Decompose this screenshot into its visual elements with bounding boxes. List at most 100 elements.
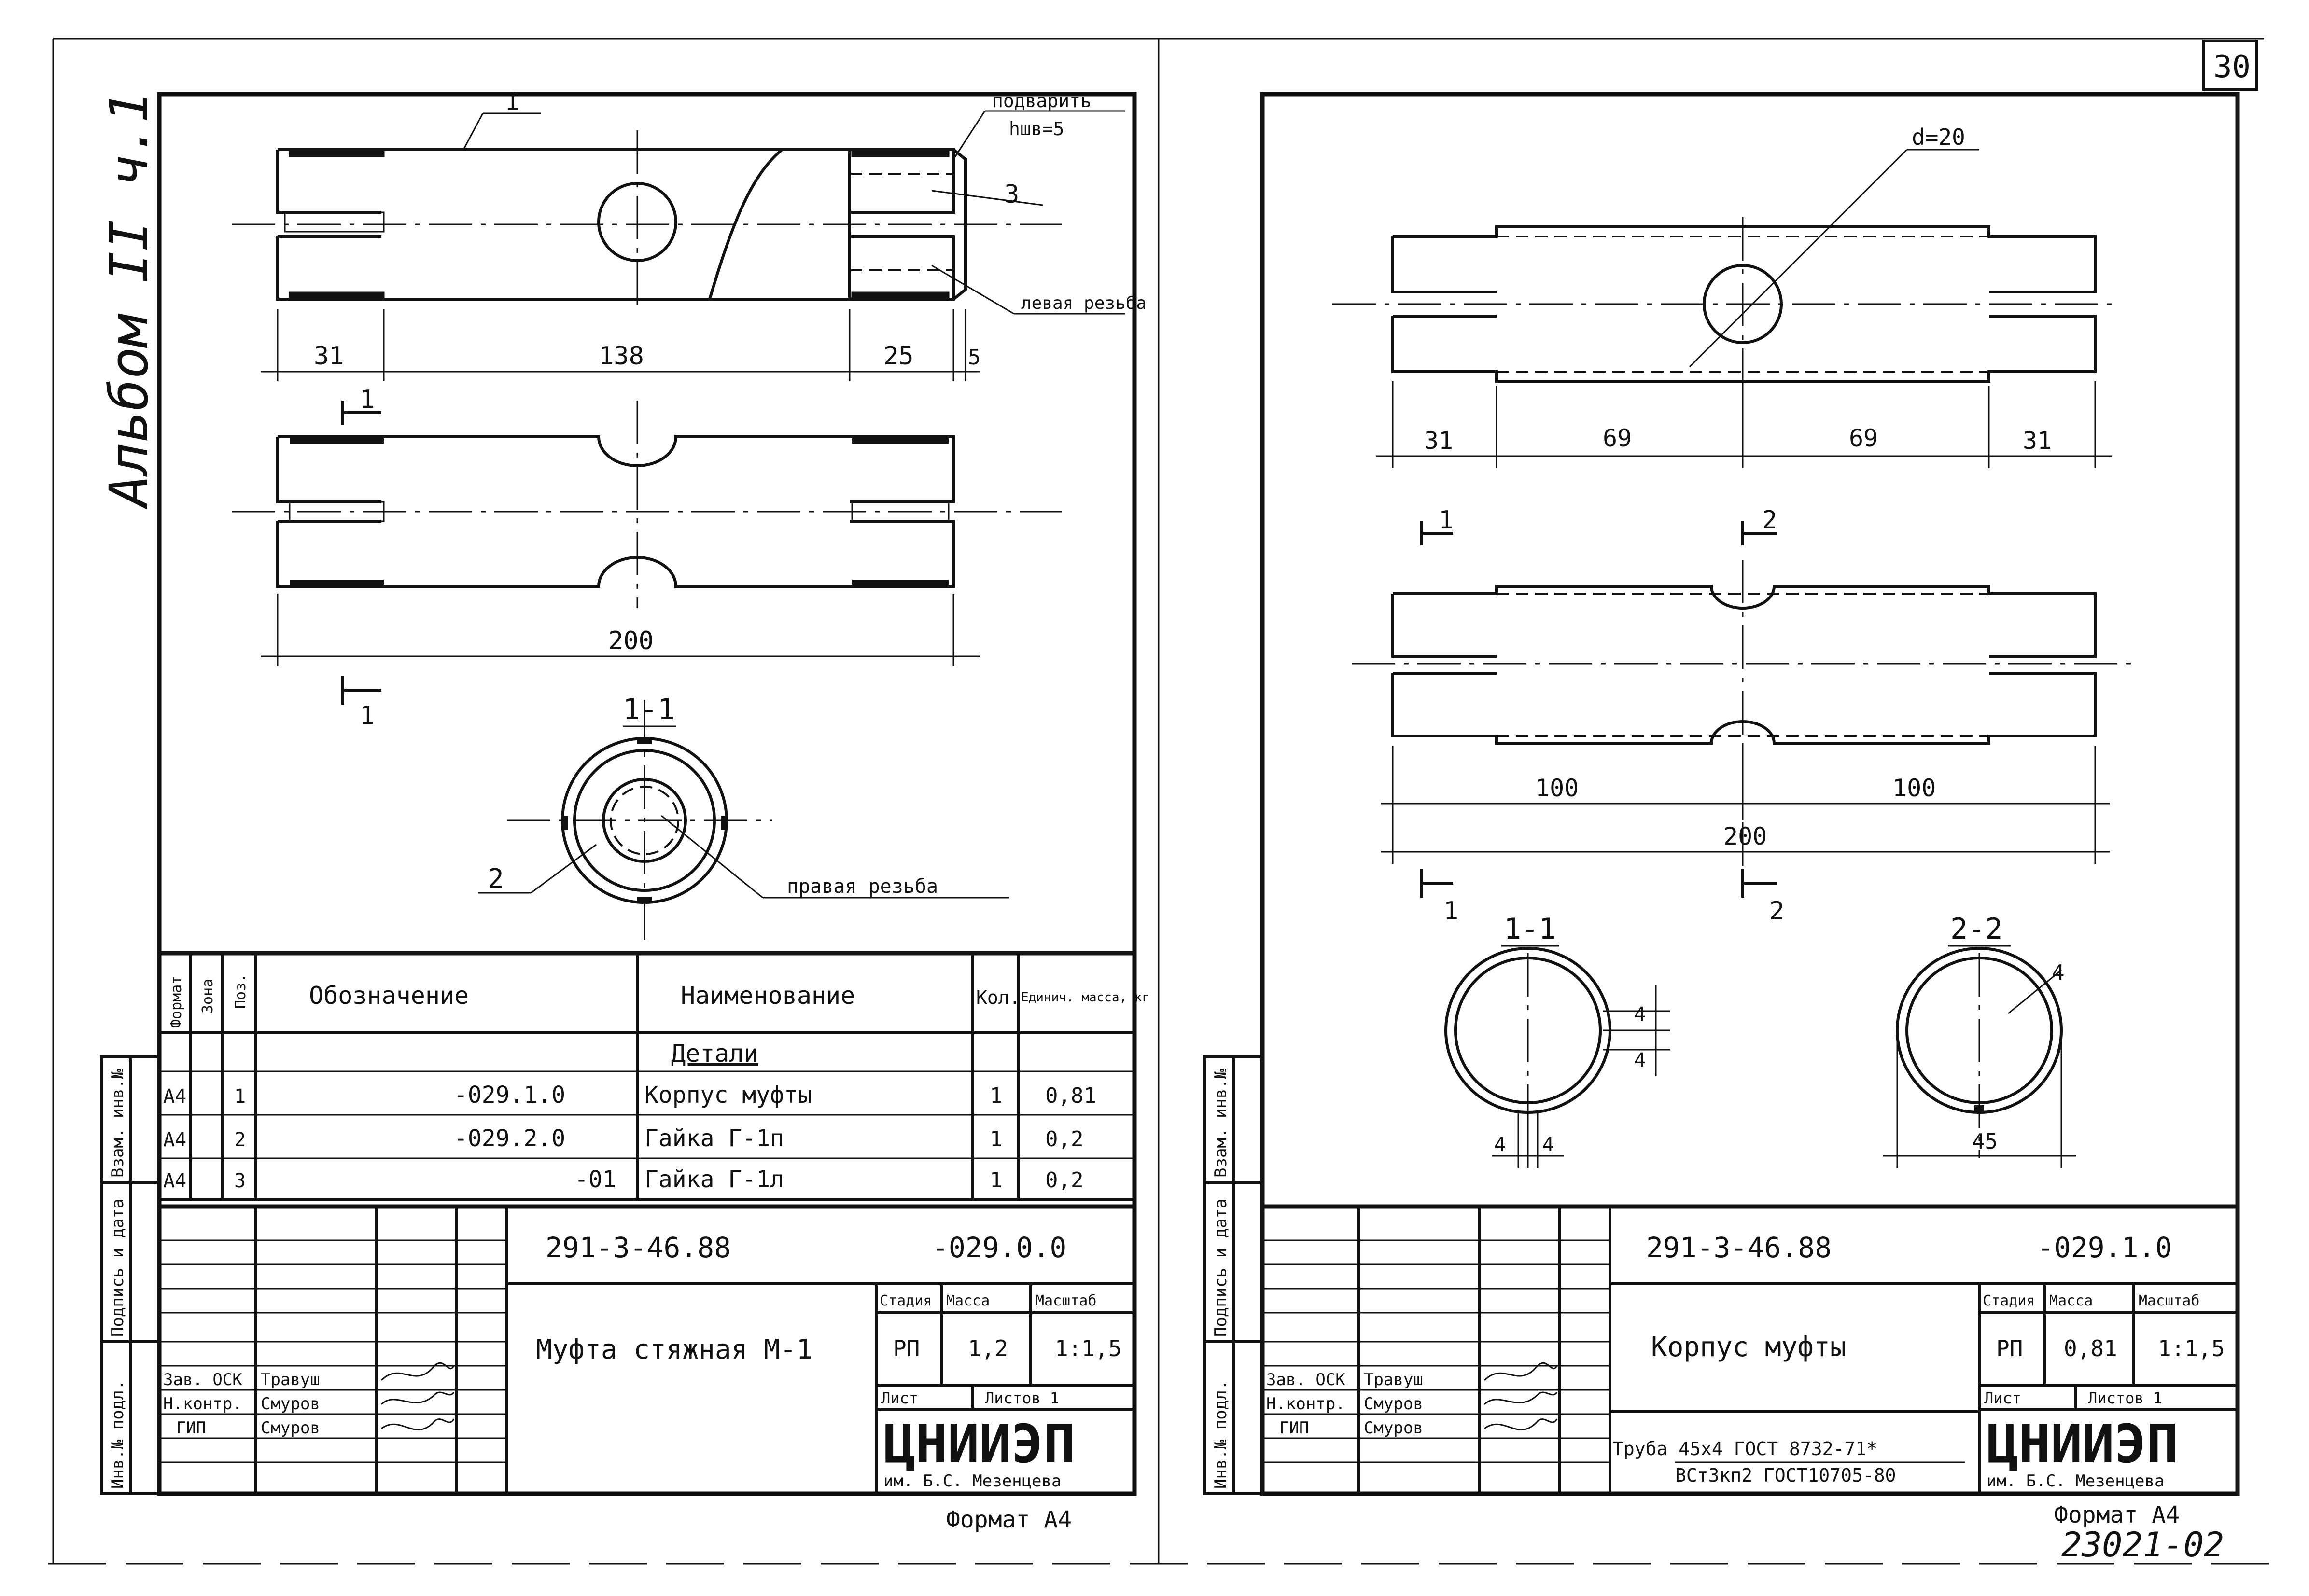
spec-row-format: А4 <box>163 1085 186 1108</box>
dim-69-left: 69 <box>1603 424 1632 452</box>
section-title-1-1: 1-1 <box>623 693 675 726</box>
stamp-stage-label: Стадия <box>880 1292 932 1309</box>
dim-69-right: 69 <box>1849 424 1878 452</box>
spec-row-format: А4 <box>163 1129 186 1151</box>
stamp-person-name: Травуш <box>261 1370 320 1389</box>
spec-row: А4 2 -029.2.0 Гайка Г-1п 1 0,2 <box>163 1125 1083 1152</box>
page-number-box: 30 <box>2202 40 2258 91</box>
stamp-title: Муфта стяжная М-1 <box>536 1334 812 1365</box>
signature-icon <box>1483 1362 1558 1430</box>
section-title-2-2: 2-2 <box>1950 912 2002 946</box>
page-number: 30 <box>2213 49 2251 85</box>
coupling-front-view: 1 200 1 <box>232 385 1062 730</box>
stamp-person-name: Травуш <box>1364 1370 1423 1389</box>
spec-header-qty: Кол. <box>976 987 1021 1008</box>
spec-row-qty: 1 <box>990 1127 1003 1152</box>
side-label-3: Инв.№ подл. <box>108 1380 127 1489</box>
weld-size: hшв=5 <box>1009 118 1064 139</box>
section-mark-1-top: 1 <box>1439 506 1454 535</box>
stamp-material-2: ВСт3кп2 ГОСТ10705-80 <box>1675 1465 1896 1486</box>
stamp-mass-label: Масса <box>2049 1292 2093 1309</box>
stamp-stage: РП <box>1996 1335 2023 1361</box>
body-front-view: 1 2 100 100 200 1 2 <box>1352 506 2134 926</box>
stamp-person-role: Зав. ОСК <box>163 1370 242 1389</box>
stamp-doc-suffix: -029.0.0 <box>932 1231 1066 1264</box>
stamp-scale: 1:1,5 <box>1055 1335 1121 1361</box>
section-title-1-1: 1-1 <box>1504 912 1556 946</box>
dim-31: 31 <box>314 342 344 371</box>
dim-31-right: 31 <box>2023 427 2052 455</box>
spec-header-designation: Обозначение <box>309 982 469 1010</box>
stamp-doc-code: 291-3-46.88 <box>546 1231 731 1264</box>
spec-row-designation: -01 <box>574 1166 616 1193</box>
dim-5: 5 <box>968 345 981 370</box>
right-thread-label: правая резьба <box>787 875 938 898</box>
dim-31-left: 31 <box>1424 427 1453 455</box>
dim-138: 138 <box>599 342 644 371</box>
coupling-section-1-1: 1-1 2 правая резьба <box>478 693 1009 941</box>
dim-4-a: 4 <box>1634 1003 1646 1026</box>
stamp-doc-code: 291-3-46.88 <box>1646 1231 1832 1264</box>
spec-row: А4 1 -029.1.0 Корпус муфты 1 0,81 <box>163 1082 1096 1109</box>
stamp-doc-suffix: -029.1.0 <box>2037 1231 2172 1264</box>
stamp-person-role: Зав. ОСК <box>1266 1370 1345 1389</box>
right-frame <box>1260 92 2240 1496</box>
stamp-stage: РП <box>893 1335 920 1361</box>
spec-header-zone: Зона <box>199 979 216 1013</box>
stamp-org-logo: ЦНИИЭП <box>1987 1413 2178 1475</box>
left-thread-label: левая резьба <box>1021 293 1147 313</box>
stamp-mass-label: Масса <box>946 1292 990 1309</box>
left-stamp: 291-3-46.88 -029.0.0 Муфта стяжная М-1 С… <box>159 1204 1134 1494</box>
right-side-strip: Взам. инв.№ Подпись и дата Инв.№ подл. <box>1203 1055 1264 1495</box>
album-label: Альбом II ч.1 <box>98 91 160 510</box>
format-label: Формат А4 <box>2054 1501 2180 1528</box>
section-mark-1-bottom: 1 <box>1443 897 1458 926</box>
stamp-person-role: Н.контр. <box>163 1394 242 1414</box>
section-mark-2-top: 2 <box>1762 506 1777 535</box>
stamp-sheet-label: Лист <box>1984 1389 2021 1407</box>
side-label-1: Взам. инв.№ <box>108 1069 127 1178</box>
side-label-2: Подпись и дата <box>108 1198 127 1337</box>
stamp-person-role: Н.контр. <box>1266 1394 1345 1414</box>
dim-4-d: 4 <box>1542 1134 1554 1156</box>
stamp-person-name: Смуров <box>261 1394 320 1414</box>
section-mark-top: 1 <box>360 385 375 414</box>
stamp-person-name: Смуров <box>1364 1418 1423 1438</box>
spec-section-label: Детали <box>671 1040 758 1068</box>
bottom-code: 23021-02 <box>2061 1525 2224 1565</box>
dim-4-b: 4 <box>1634 1049 1646 1071</box>
dim-25: 25 <box>883 342 914 371</box>
stamp-sheets-label: Листов 1 <box>985 1389 1059 1407</box>
spec-row-name: Гайка Г-1п <box>644 1125 784 1152</box>
stamp-person-name: Смуров <box>1364 1394 1423 1414</box>
spec-row-qty: 1 <box>990 1168 1003 1193</box>
dim-45: 45 <box>1972 1129 1998 1154</box>
stamp-scale-label: Масштаб <box>2139 1292 2199 1309</box>
stamp-mass: 1,2 <box>968 1335 1008 1361</box>
section-mark-bottom: 1 <box>360 701 375 730</box>
body-top-view: d=20 31 69 69 31 <box>1332 124 2114 468</box>
spec-row-mass: 0,2 <box>1045 1127 1083 1152</box>
callout-2: 2 <box>488 863 504 895</box>
coupling-top-view: 1 подварить hшв=5 3 левая резьба 31 138 … <box>232 87 1147 381</box>
stamp-org-sub: им. Б.С. Мезенцева <box>883 1471 1061 1491</box>
stamp-person-name: Смуров <box>261 1418 320 1438</box>
spec-row-format: А4 <box>163 1170 186 1192</box>
spec-header-pos: Поз. <box>232 974 249 1009</box>
left-frame <box>157 92 1137 1496</box>
spec-row-qty: 1 <box>990 1083 1003 1108</box>
stamp-material-1: Труба 45х4 ГОСТ 8732-71* <box>1612 1438 1877 1459</box>
dim-200: 200 <box>1723 822 1767 850</box>
spec-row-mass: 0,81 <box>1045 1083 1096 1108</box>
spec-row-pos: 1 <box>234 1085 246 1108</box>
spec-row-pos: 2 <box>234 1129 246 1151</box>
left-side-strip: Взам. инв.№ Подпись и дата Инв.№ подл. <box>100 1055 161 1495</box>
side-label-3: Инв.№ подл. <box>1211 1380 1231 1489</box>
format-label: Формат А4 <box>946 1506 1072 1533</box>
dim-4-e: 4 <box>2052 960 2065 985</box>
body-section-2-2: 2-2 4 45 <box>1883 912 2076 1168</box>
stamp-org-sub: им. Б.С. Мезенцева <box>1987 1471 2164 1491</box>
spec-row-name: Гайка Г-1л <box>644 1166 784 1193</box>
stamp-org-logo: ЦНИИЭП <box>883 1413 1075 1475</box>
